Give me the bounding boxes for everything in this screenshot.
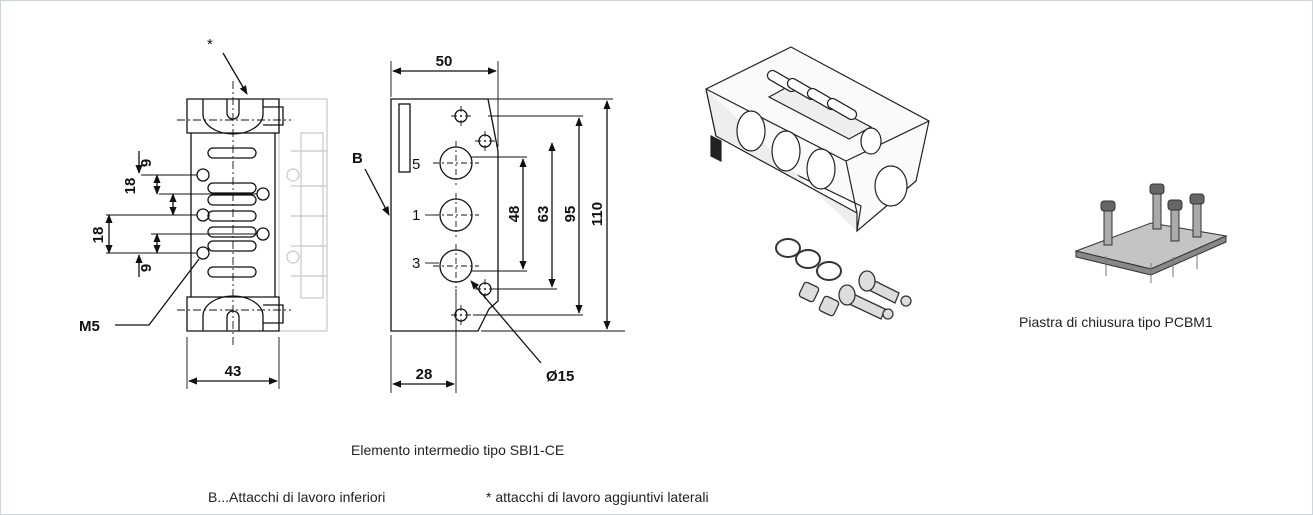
left-view	[105, 52, 328, 389]
dim-height-48: 48	[506, 206, 523, 223]
thread-label-m5: M5	[79, 318, 100, 335]
port-label-3: 3	[412, 255, 420, 272]
plate-caption: Piastra di chiusura tipo PCBM1	[1019, 314, 1213, 330]
port-label-5: 5	[412, 156, 420, 173]
dim-height-110: 110	[589, 202, 606, 226]
isometric-block	[705, 46, 930, 233]
dim-height-63: 63	[535, 206, 552, 223]
main-caption: Elemento intermedio tipo SBI1-CE	[351, 442, 565, 458]
bore-label: Ø15	[546, 368, 574, 385]
dim-18-lower: 18	[90, 227, 107, 244]
legend-side-ports: * attacchi di lavoro aggiuntivi laterali	[486, 489, 709, 505]
side-label-b: B	[352, 150, 363, 167]
dim-width-43: 43	[225, 363, 242, 380]
dim-width-50: 50	[436, 53, 453, 70]
dim-width-28: 28	[416, 366, 433, 383]
legend-bottom-ports: B...Attacchi di lavoro inferiori	[208, 489, 386, 505]
dim-18-upper: 18	[122, 178, 139, 195]
front-view	[364, 61, 625, 393]
closing-plate	[1074, 183, 1228, 283]
port-label-1: 1	[412, 207, 420, 224]
asterisk-marker: *	[207, 36, 213, 53]
dim-height-95: 95	[562, 206, 579, 223]
dim-bottom-9: 9	[138, 264, 155, 272]
dim-top-9: 9	[138, 159, 155, 167]
seals-and-screws	[775, 238, 912, 320]
